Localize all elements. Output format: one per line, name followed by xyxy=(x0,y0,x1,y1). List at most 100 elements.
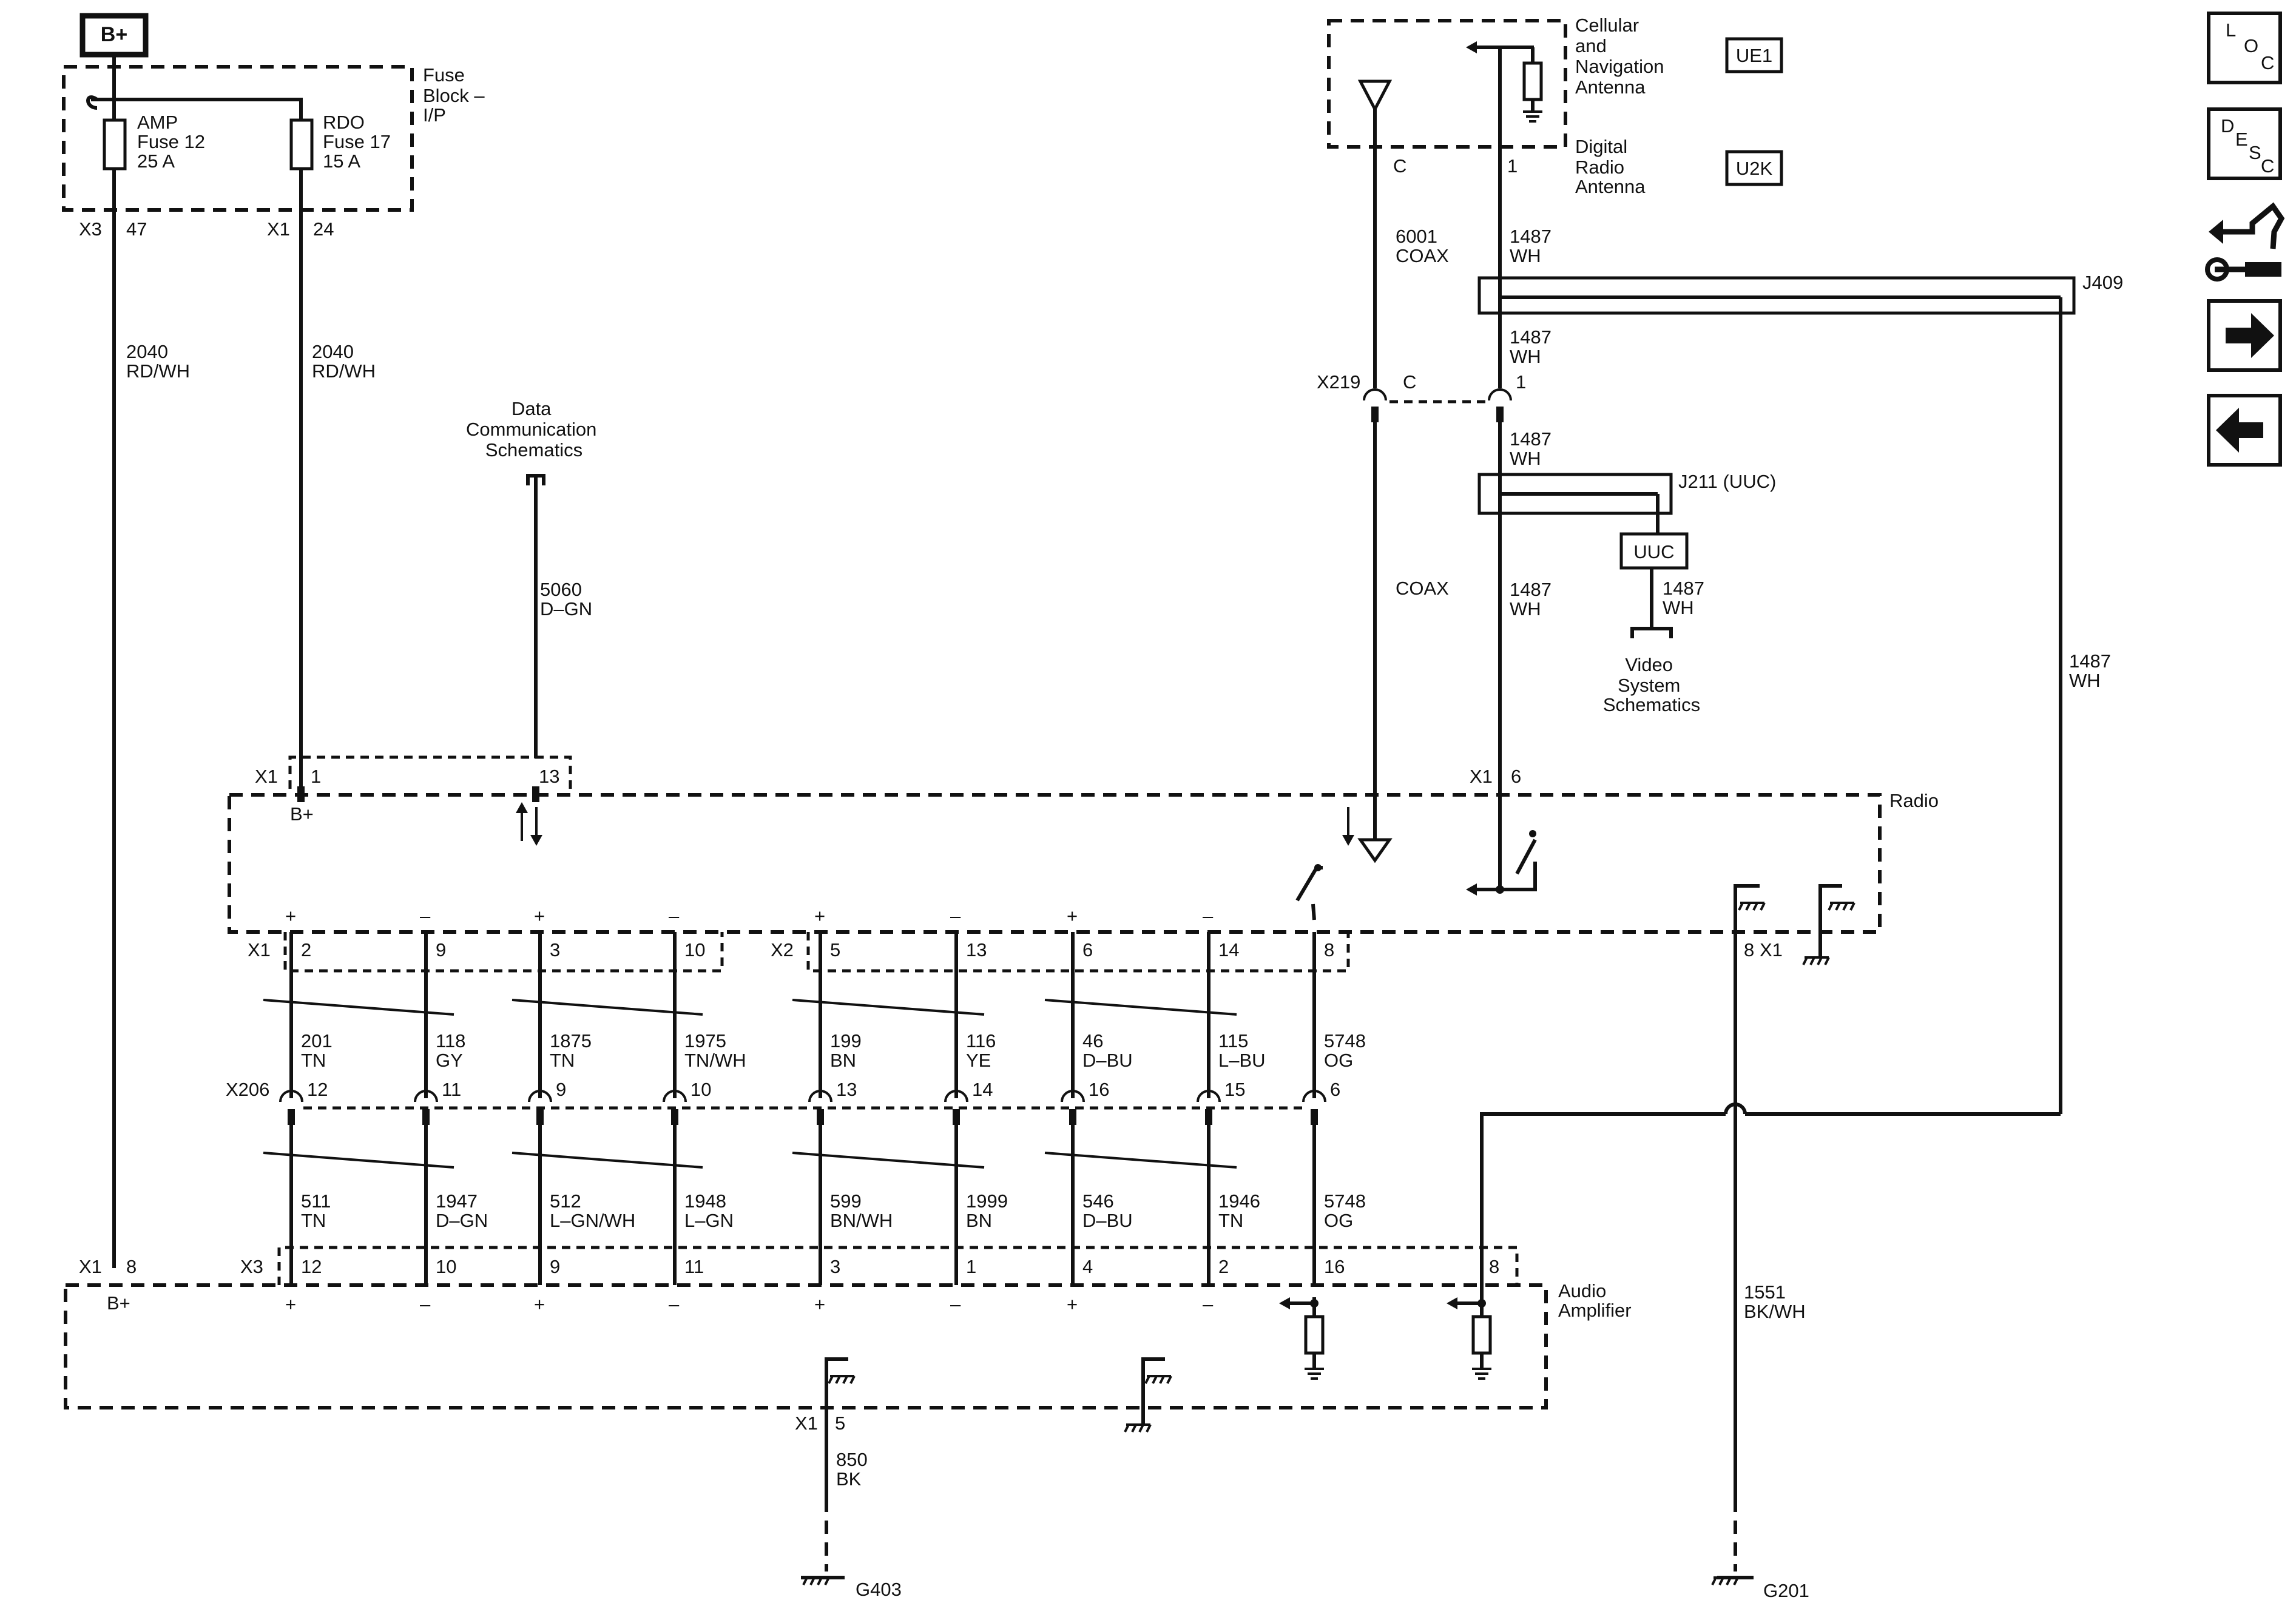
fuse-x3-label: X3 xyxy=(79,218,102,240)
upper-wire-color: YE xyxy=(966,1050,991,1071)
upper-wire-color: TN xyxy=(301,1050,326,1071)
x206-pin-number: 9 xyxy=(556,1079,566,1100)
x206-pin xyxy=(1205,1109,1212,1125)
x206-pin xyxy=(671,1109,678,1125)
x206-pin-number: 15 xyxy=(1224,1079,1245,1100)
twisted-pair-upper xyxy=(1044,999,1237,1016)
radio-x1-6-label: X1 xyxy=(1470,766,1493,787)
amp-pin-number: 11 xyxy=(684,1256,704,1277)
radio-module: Radio X1 1 13 B+ X1 xyxy=(228,755,1939,966)
wire-1487-radio-label: 1487 WH xyxy=(1510,579,1557,619)
amp-polarity: – xyxy=(420,1294,431,1315)
amp-polarity: + xyxy=(1067,1294,1078,1315)
x206-terminal xyxy=(1197,1090,1221,1102)
amp-polarity: – xyxy=(950,1294,961,1315)
radio-bottom-pin: 13 xyxy=(966,939,987,960)
connector-tool-icon[interactable] xyxy=(2205,202,2285,282)
amp-polarity: + xyxy=(285,1294,296,1315)
upper-wire-color: L–BU xyxy=(1218,1050,1266,1071)
ue1-badge: UE1 xyxy=(1736,45,1772,66)
radio-bottom-pin: 2 xyxy=(301,939,311,960)
speaker-wires: 21212201TN511TN++91110118GY1947D–GN––399… xyxy=(263,905,1366,1315)
amp-x1-pin: 8 xyxy=(126,1256,137,1277)
amp-polarity: – xyxy=(669,1294,680,1315)
arrow-left-icon[interactable] xyxy=(2207,394,2282,467)
j211-label: J211 (UUC) xyxy=(1678,471,1776,492)
x206-pin xyxy=(953,1109,960,1125)
wire-850-label: 850 BK xyxy=(836,1449,873,1490)
twisted-pair-upper xyxy=(263,999,454,1016)
wire-1487-x219-label: 1487 WH xyxy=(1510,428,1557,469)
wire-1487-uuc-label: 1487 WH xyxy=(1663,578,1710,618)
upper-wire-color: D–BU xyxy=(1082,1050,1133,1071)
twisted-pair-lower xyxy=(792,1152,985,1169)
u2k-badge: U2K xyxy=(1736,158,1773,179)
antenna-pin-c: C xyxy=(1393,155,1406,177)
wire-1487-top-label: 1487 WH xyxy=(1510,226,1557,266)
lower-wire-number: 546 xyxy=(1082,1190,1114,1212)
x206-terminal xyxy=(808,1090,832,1102)
battery-positive: B+ xyxy=(79,13,149,100)
upper-wire-number: 46 xyxy=(1082,1030,1103,1052)
lower-wire-color: OG xyxy=(1324,1210,1353,1231)
upper-wire-number: 5748 xyxy=(1324,1030,1366,1052)
x206-pin xyxy=(817,1109,824,1125)
x206-pin-number: 10 xyxy=(690,1079,711,1100)
j409-label: J409 xyxy=(2082,272,2123,293)
fuse-rdo-label: RDO Fuse 17 15 A xyxy=(323,112,396,172)
x219-pin-1: 1 xyxy=(1516,371,1526,393)
x206-label: X206 xyxy=(226,1079,269,1100)
lower-wire-number: 5748 xyxy=(1324,1190,1366,1212)
upper-wire-number: 199 xyxy=(830,1030,862,1052)
radio-x2-bottom: X2 xyxy=(771,939,794,960)
x206-pin xyxy=(288,1109,295,1125)
radio-polarity: – xyxy=(1203,905,1214,927)
x206-pin-number: 12 xyxy=(307,1079,328,1100)
radio-polarity: + xyxy=(534,905,545,927)
battery-positive-label: B+ xyxy=(101,23,127,46)
amp-bplus: B+ xyxy=(107,1292,130,1314)
upper-wire-color: TN xyxy=(550,1050,575,1071)
radio-pin-1: 1 xyxy=(311,766,321,787)
amp-pin-number: 4 xyxy=(1082,1256,1093,1277)
amp-pin-number: 10 xyxy=(436,1256,456,1277)
fuse-x3-pin: 47 xyxy=(126,218,147,240)
upper-wire-number: 115 xyxy=(1218,1030,1248,1052)
x206-pin xyxy=(1069,1109,1076,1125)
wire-1487-j409-label: 1487 WH xyxy=(1510,326,1557,367)
radio-ground-x1: X1 xyxy=(1760,939,1783,960)
splice-j409: J409 xyxy=(1477,272,2123,1114)
lower-wire-color: D–BU xyxy=(1082,1210,1133,1231)
x219-label: X219 xyxy=(1317,371,1360,393)
desc-letter-c: C xyxy=(2261,155,2274,177)
audio-amplifier-label: Audio Amplifier xyxy=(1558,1280,1632,1321)
lower-wire-color: L–GN xyxy=(684,1210,734,1231)
x219-pin-c: C xyxy=(1403,371,1416,393)
amp-x3: X3 xyxy=(240,1256,263,1277)
description-button[interactable]: D E S C xyxy=(2207,107,2282,180)
data-comm-label: Data Communication Schematics xyxy=(466,398,602,461)
amp-pin-number: 1 xyxy=(966,1256,976,1277)
upper-wire-number: 1975 xyxy=(684,1030,726,1052)
radio-bottom-pin: 5 xyxy=(830,939,840,960)
amp-polarity: – xyxy=(1203,1294,1214,1315)
x206-pin-number: 11 xyxy=(442,1079,461,1100)
radio-bottom-pin: 8 xyxy=(1324,939,1334,960)
x206-terminal xyxy=(414,1090,438,1102)
fuse-block-title: Fuse Block – I/P xyxy=(423,64,490,126)
lower-wire-number: 511 xyxy=(301,1190,331,1212)
radio-pin-6: 6 xyxy=(1511,766,1521,787)
radio-label: Radio xyxy=(1889,790,1939,811)
loc-letter-o: O xyxy=(2244,35,2258,56)
upper-wire-number: 116 xyxy=(966,1030,996,1052)
x206-pin xyxy=(422,1109,430,1125)
cellular-antenna-label: Cellular and Navigation Antenna xyxy=(1575,15,1669,98)
lower-wire-number: 1947 xyxy=(436,1190,478,1212)
wire-5060-label: 5060 D–GN xyxy=(540,579,592,619)
upper-wire-color: OG xyxy=(1324,1050,1353,1071)
location-button[interactable]: L O C xyxy=(2207,12,2282,84)
arrow-right-icon[interactable] xyxy=(2207,299,2282,372)
radio-bplus: B+ xyxy=(290,803,314,825)
wire-2040-left-label: 2040 RD/WH xyxy=(126,341,190,382)
